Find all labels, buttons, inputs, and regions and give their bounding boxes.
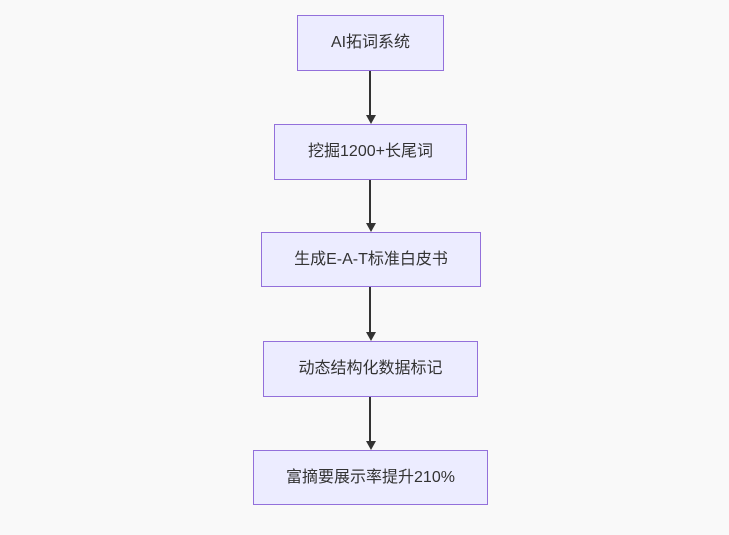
arrow-line <box>369 287 371 332</box>
arrowhead-down-icon <box>365 441 376 450</box>
flow-arrow-4 <box>365 397 376 450</box>
node-label: 挖掘1200+长尾词 <box>308 143 433 161</box>
flowchart-node-ai-keyword-system: AI拓词系统 <box>297 15 444 71</box>
flowchart-node-rich-snippet-uplift: 富摘要展示率提升210% <box>253 450 488 505</box>
node-label: AI拓词系统 <box>330 34 411 52</box>
arrowhead-down-icon <box>365 115 376 124</box>
arrowhead-down-icon <box>365 332 376 341</box>
node-label: 生成E-A-T标准白皮书 <box>294 250 448 268</box>
node-label: 动态结构化数据标记 <box>298 360 443 378</box>
flowchart-node-structured-data-markup: 动态结构化数据标记 <box>263 341 478 397</box>
flow-arrow-3 <box>365 287 376 341</box>
arrow-line <box>369 71 371 115</box>
flowchart-node-eat-whitepaper: 生成E-A-T标准白皮书 <box>261 232 481 287</box>
node-label: 富摘要展示率提升210% <box>286 468 455 486</box>
arrow-line <box>369 397 371 441</box>
arrow-line <box>369 180 371 223</box>
flow-arrow-1 <box>365 71 376 124</box>
flow-arrow-2 <box>365 180 376 232</box>
arrowhead-down-icon <box>365 223 376 232</box>
flowchart-node-longtail-mining: 挖掘1200+长尾词 <box>274 124 467 180</box>
